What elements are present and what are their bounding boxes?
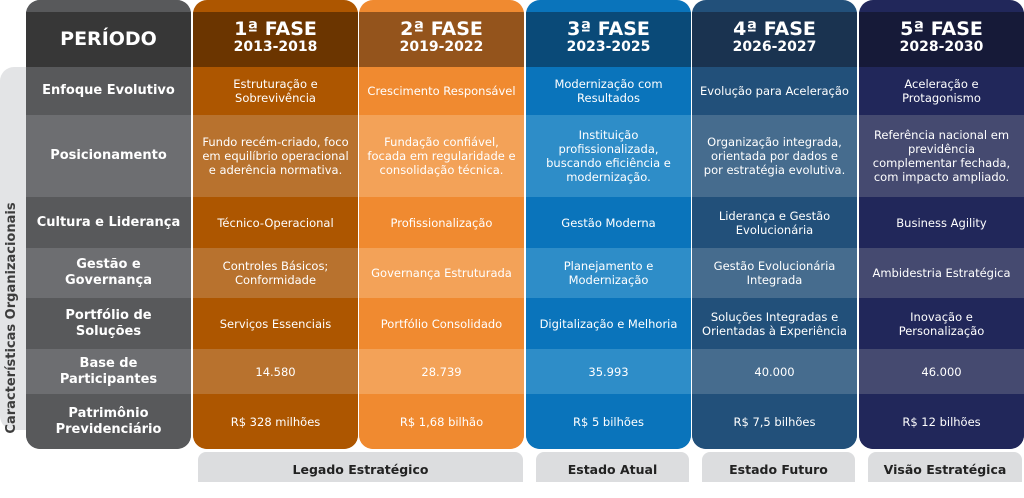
period-header: PERÍODO — [26, 0, 191, 67]
phase-cell: Serviços Essenciais — [193, 298, 358, 349]
phase-cell: 46.000 — [859, 349, 1024, 394]
phase-cell: R$ 328 milhões — [193, 394, 358, 449]
phase-cell: Aceleração e Protagonismo — [859, 67, 1024, 115]
period-label: PERÍODO — [60, 28, 157, 50]
phase-years: 2019-2022 — [399, 39, 484, 55]
row-label: Gestão e Governança — [26, 248, 191, 298]
phase-title: 2ª FASE — [400, 18, 483, 40]
phase-cell: Gestão Moderna — [526, 197, 691, 248]
phase-cell: Governança Estruturada — [359, 248, 524, 298]
phase-cell: Fundação confiável, focada em regularida… — [359, 115, 524, 197]
phase-cell: 14.580 — [193, 349, 358, 394]
row-label: Base de Participantes — [26, 349, 191, 394]
phase-cell: Evolução para Aceleração — [692, 67, 857, 115]
row-label: Enfoque Evolutivo — [26, 67, 191, 115]
footer-estado-futuro: Estado Futuro — [702, 452, 855, 482]
phase-cell: Fundo recém-criado, foco em equilíbrio o… — [193, 115, 358, 197]
phase-cell: Estruturação e Sobrevivência — [193, 67, 358, 115]
phase-years: 2013-2018 — [233, 39, 318, 55]
phase-years: 2023-2025 — [566, 39, 651, 55]
phase-title: 1ª FASE — [234, 18, 317, 40]
phase-cell: R$ 12 bilhões — [859, 394, 1024, 449]
row-label: Cultura e Liderança — [26, 197, 191, 248]
footer-estado-atual: Estado Atual — [536, 452, 689, 482]
phase-cell: 35.993 — [526, 349, 691, 394]
phase-cell: Ambidestria Estratégica — [859, 248, 1024, 298]
phase-cell: Planejamento e Modernização — [526, 248, 691, 298]
phase-cell: Soluções Integradas e Orientadas à Exper… — [692, 298, 857, 349]
phase-cell: Portfólio Consolidado — [359, 298, 524, 349]
footer-visao-estrategica: Visão Estratégica — [868, 452, 1022, 482]
row-label: Portfólio de Soluções — [26, 298, 191, 349]
row-label: Patrimônio Previdenciário — [26, 394, 191, 449]
phase-cell: Crescimento Responsável — [359, 67, 524, 115]
phase-cell: Gestão Evolucionária Integrada — [692, 248, 857, 298]
phase-cell: Modernização com Resultados — [526, 67, 691, 115]
phase-cell: Controles Básicos; Conformidade — [193, 248, 358, 298]
phase-cell: Business Agility — [859, 197, 1024, 248]
phase-title: 5ª FASE — [900, 18, 983, 40]
phase-cell: Referência nacional em previdência compl… — [859, 115, 1024, 197]
phase-cell: R$ 1,68 bilhão — [359, 394, 524, 449]
side-label: Características Organizacionais — [4, 202, 19, 434]
phase-cell: 40.000 — [692, 349, 857, 394]
phase-cell: Inovação e Personalização — [859, 298, 1024, 349]
phase-cell: R$ 7,5 bilhões — [692, 394, 857, 449]
phase-cell: Organização integrada, orientada por dad… — [692, 115, 857, 197]
phase-cell: Técnico-Operacional — [193, 197, 358, 248]
phase-title: 4ª FASE — [733, 18, 816, 40]
phase-cell: Profissionalização — [359, 197, 524, 248]
row-label: Posicionamento — [26, 115, 191, 197]
phase-cell: Liderança e Gestão Evolucionária — [692, 197, 857, 248]
phase-cell: Digitalização e Melhoria — [526, 298, 691, 349]
phase-cell: R$ 5 bilhões — [526, 394, 691, 449]
phase-years: 2026-2027 — [732, 39, 817, 55]
phase-cell: Instituição profissionalizada, buscando … — [526, 115, 691, 197]
phase-title: 3ª FASE — [567, 18, 650, 40]
phase-years: 2028-2030 — [899, 39, 984, 55]
phase-cell: 28.739 — [359, 349, 524, 394]
footer-legado-estrategico: Legado Estratégico — [198, 452, 523, 482]
